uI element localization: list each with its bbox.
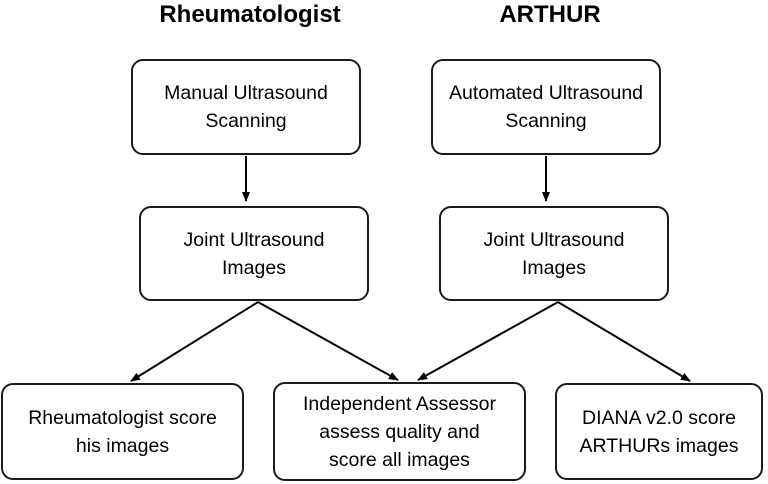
manual-ultrasound-scanning-label: Manual Ultrasound Scanning xyxy=(164,82,328,132)
arrow-joint-right-to-independent-assessor xyxy=(417,301,559,381)
joint-ultrasound-images-right-label: Joint Ultrasound Images xyxy=(483,228,625,279)
rheumatologist-heading: Rheumatologist xyxy=(159,1,341,28)
independent-assessor-label: Independent Assessor assess quality and … xyxy=(303,392,496,471)
arrow-joint-left-to-independent-assessor xyxy=(257,301,399,381)
diana-score-label: DIANA v2.0 score ARTHURs images xyxy=(579,406,739,457)
manual-ultrasound-scanning-box: Manual Ultrasound Scanning xyxy=(131,59,361,155)
rheumatologist-score-box: Rheumatologist score his images xyxy=(1,383,244,480)
rheumatologist-score-label: Rheumatologist score his images xyxy=(28,406,217,457)
automated-ultrasound-scanning-label: Automated Ultrasound Scanning xyxy=(448,82,644,132)
joint-ultrasound-images-left-label: Joint Ultrasound Images xyxy=(183,228,325,279)
joint-ultrasound-images-right-box: Joint Ultrasound Images xyxy=(439,206,669,301)
independent-assessor-box: Independent Assessor assess quality and … xyxy=(273,382,526,481)
automated-ultrasound-scanning-box: Automated Ultrasound Scanning xyxy=(431,59,661,155)
arthur-heading: ARTHUR xyxy=(499,1,601,28)
arrow-joint-right-to-diana-score xyxy=(557,301,691,382)
joint-ultrasound-images-left-box: Joint Ultrasound Images xyxy=(139,206,369,301)
arrow-joint-left-to-rheumatologist-score xyxy=(130,301,259,382)
diana-score-box: DIANA v2.0 score ARTHURs images xyxy=(555,383,763,480)
